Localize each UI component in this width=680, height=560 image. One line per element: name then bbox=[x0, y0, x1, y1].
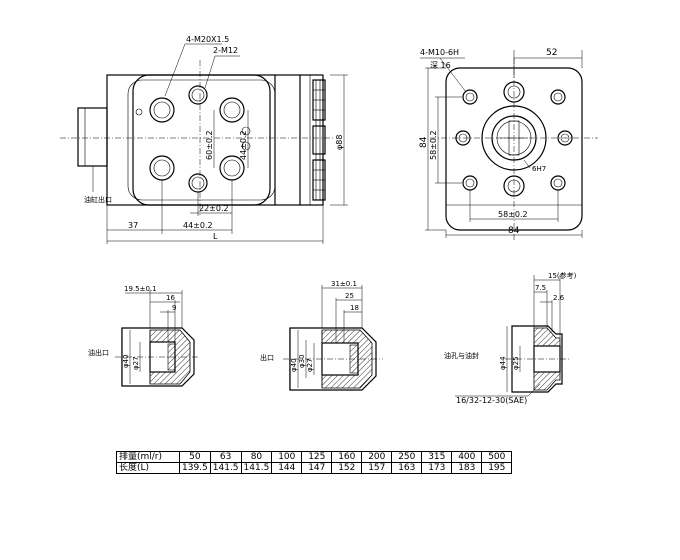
dim-84-vertical: 84 bbox=[419, 136, 429, 148]
detail-a-dim-top2: 16 bbox=[166, 294, 175, 302]
dim-22: 22±0.2 bbox=[199, 204, 229, 213]
detail-c-dim-d25: φ25 bbox=[512, 356, 520, 370]
detail-c-label: 油孔与油封 bbox=[444, 351, 479, 360]
detail-b-label: 出口 bbox=[260, 353, 274, 362]
port-holes bbox=[149, 97, 245, 181]
oring-spec-label: 16/32-12-30(SAE) bbox=[456, 396, 527, 405]
detail-b: 31±0.1 25 18 φ40 φ30 φ27 出口 bbox=[260, 280, 383, 391]
spec-cell: 144 bbox=[271, 462, 303, 474]
dim-60: 60±0.2 bbox=[205, 130, 214, 160]
detail-b-dim-top3: 18 bbox=[350, 304, 359, 312]
dim-44-vertical: 44±0.2 bbox=[239, 130, 248, 160]
center-boss bbox=[481, 105, 547, 171]
dim-37: 37 bbox=[128, 221, 138, 230]
spec-cell: 125 bbox=[301, 451, 333, 463]
spec-cell: 63 bbox=[209, 451, 242, 463]
spec-cell: 400 bbox=[451, 451, 483, 463]
spec-cell: 139.5 bbox=[179, 462, 211, 474]
spec-cell: 152 bbox=[331, 462, 363, 474]
dim-44-horizontal: 44±0.2 bbox=[183, 221, 213, 230]
spec-row1-header: 排量(ml/r) bbox=[116, 451, 180, 463]
spec-table: 排量(ml/r) 50 63 80 100 125 160 200 250 31… bbox=[116, 451, 513, 474]
side-depth-label: 深 16 bbox=[430, 61, 451, 70]
detail-b-dim-top2: 25 bbox=[345, 292, 354, 300]
spec-row-length: 长度(L) 139.5 141.5 141.5 144 147 152 157 … bbox=[116, 462, 513, 474]
detail-a-label: 油出口 bbox=[88, 348, 109, 357]
oil-port-note: 油缸出口 bbox=[84, 195, 112, 204]
spec-cell: 163 bbox=[391, 462, 423, 474]
dim-58-vertical: 58±0.2 bbox=[429, 130, 438, 160]
front-body-outline bbox=[106, 74, 324, 206]
dim-84-horizontal: 84 bbox=[508, 226, 520, 236]
spec-cell: 195 bbox=[481, 462, 513, 474]
spec-cell: 500 bbox=[481, 451, 513, 463]
detail-a-dim-d40: φ40 bbox=[122, 354, 130, 368]
detail-a-dim-top1: 19.5±0.1 bbox=[124, 285, 157, 293]
spec-cell: 183 bbox=[451, 462, 483, 474]
spec-cell: 200 bbox=[361, 451, 393, 463]
front-view: 4-M20X1.5 2-M12 60±0.2 44±0.2 22±0.2 φ88… bbox=[60, 35, 348, 244]
spec-cell: 173 bbox=[421, 462, 453, 474]
spline-label: 6H7 bbox=[532, 165, 546, 173]
detail-c-dim-top3: 2.6 bbox=[553, 294, 565, 302]
detail-b-dim-d30: φ30 bbox=[298, 354, 306, 368]
detail-b-dim-d27: φ27 bbox=[306, 358, 314, 372]
detail-a: 19.5±0.1 16 9 φ40 φ27 油出口 bbox=[88, 285, 200, 387]
spec-cell: 160 bbox=[331, 451, 363, 463]
spec-cell: 315 bbox=[421, 451, 453, 463]
spec-cell: 100 bbox=[271, 451, 303, 463]
spec-cell: 50 bbox=[179, 451, 211, 463]
detail-b-dim-top1: 31±0.1 bbox=[331, 280, 357, 288]
spec-cell: 250 bbox=[391, 451, 423, 463]
dim-52: 52 bbox=[546, 48, 557, 58]
spec-cell: 141.5 bbox=[240, 462, 273, 474]
detail-c-dim-top1: 15(参考) bbox=[548, 271, 577, 280]
dim-58-horizontal: 58±0.2 bbox=[498, 210, 528, 219]
spec-cell: 157 bbox=[361, 462, 393, 474]
side-thread-label: 4-M10-6H bbox=[420, 48, 459, 57]
spec-row-displacement: 排量(ml/r) 50 63 80 100 125 160 200 250 31… bbox=[116, 451, 513, 463]
detail-b-dim-d40: φ40 bbox=[290, 358, 298, 372]
port-thread-label: 4-M20X1.5 bbox=[186, 35, 229, 44]
mount-thread-label: 2-M12 bbox=[213, 46, 238, 55]
detail-a-dim-d27: φ27 bbox=[132, 356, 140, 370]
detail-c: 15(参考) 7.5 2.6 φ44 φ25 油孔与油封 16/32-12-30… bbox=[444, 271, 577, 405]
spec-cell: 80 bbox=[240, 451, 273, 463]
dim-diameter-88: φ88 bbox=[335, 135, 344, 150]
detail-a-dim-top3: 9 bbox=[172, 304, 176, 312]
side-view: 4-M10-6H 深 16 6H7 52 84 58±0.2 58±0.2 84 bbox=[419, 48, 598, 240]
spec-cell: 141.5 bbox=[209, 462, 242, 474]
front-face-plate bbox=[132, 74, 271, 206]
spec-cell: 147 bbox=[301, 462, 333, 474]
spec-row2-header: 长度(L) bbox=[116, 462, 180, 474]
detail-c-dim-d44: φ44 bbox=[499, 356, 507, 370]
detail-c-dim-top2: 7.5 bbox=[535, 284, 546, 292]
dim-L: L bbox=[213, 232, 218, 241]
inlet-boss bbox=[77, 107, 108, 167]
